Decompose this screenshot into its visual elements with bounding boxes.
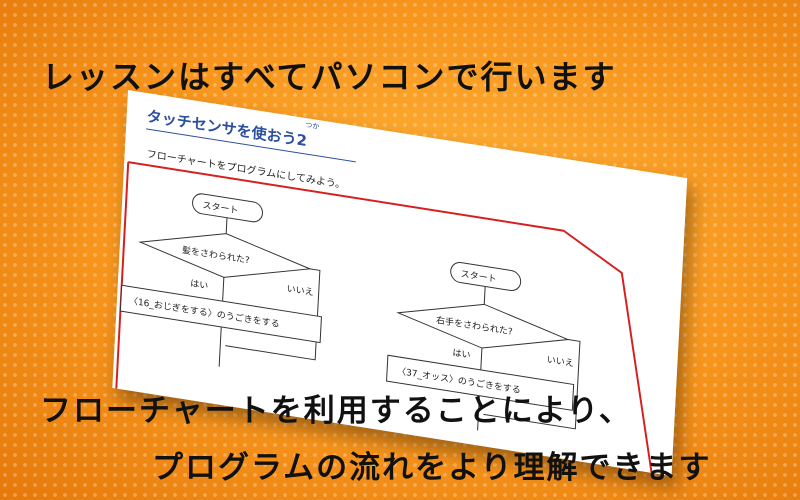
left-no-branch — [225, 268, 321, 361]
right-arrow-3 — [477, 395, 480, 431]
headline-top: レッスンはすべてパソコンで行います — [42, 58, 617, 96]
right-yes-label: はい — [452, 347, 471, 361]
right-no-label: いいえ — [546, 354, 574, 369]
left-no-label: いいえ — [286, 283, 314, 298]
red-outline-right — [128, 161, 653, 473]
headline-bottom: プログラムの流れをより理解できます — [152, 450, 712, 486]
worksheet-sheet: つか タッチセンサを使おう2 フローチャートをプログラムにしてみよう。 スタート… — [112, 90, 688, 477]
left-process-node — [119, 284, 322, 344]
title-underline — [146, 128, 356, 163]
headline-middle: フローチャートを利用することにより、 — [40, 393, 632, 429]
left-yes-label: はい — [190, 278, 209, 292]
red-outline-left — [115, 161, 130, 389]
left-arrow-2 — [222, 277, 225, 302]
right-process-node — [386, 354, 575, 411]
left-arrow-3 — [218, 326, 222, 367]
right-no-branch — [483, 339, 581, 430]
flowchart-diagram: スタート 髪をさわられた? はい いいえ 〈16_おじぎをする〉のうごきをする … — [115, 128, 653, 473]
right-arrow-2 — [480, 347, 483, 370]
left-arrow-1 — [225, 217, 228, 234]
right-arrow-1 — [483, 286, 486, 305]
